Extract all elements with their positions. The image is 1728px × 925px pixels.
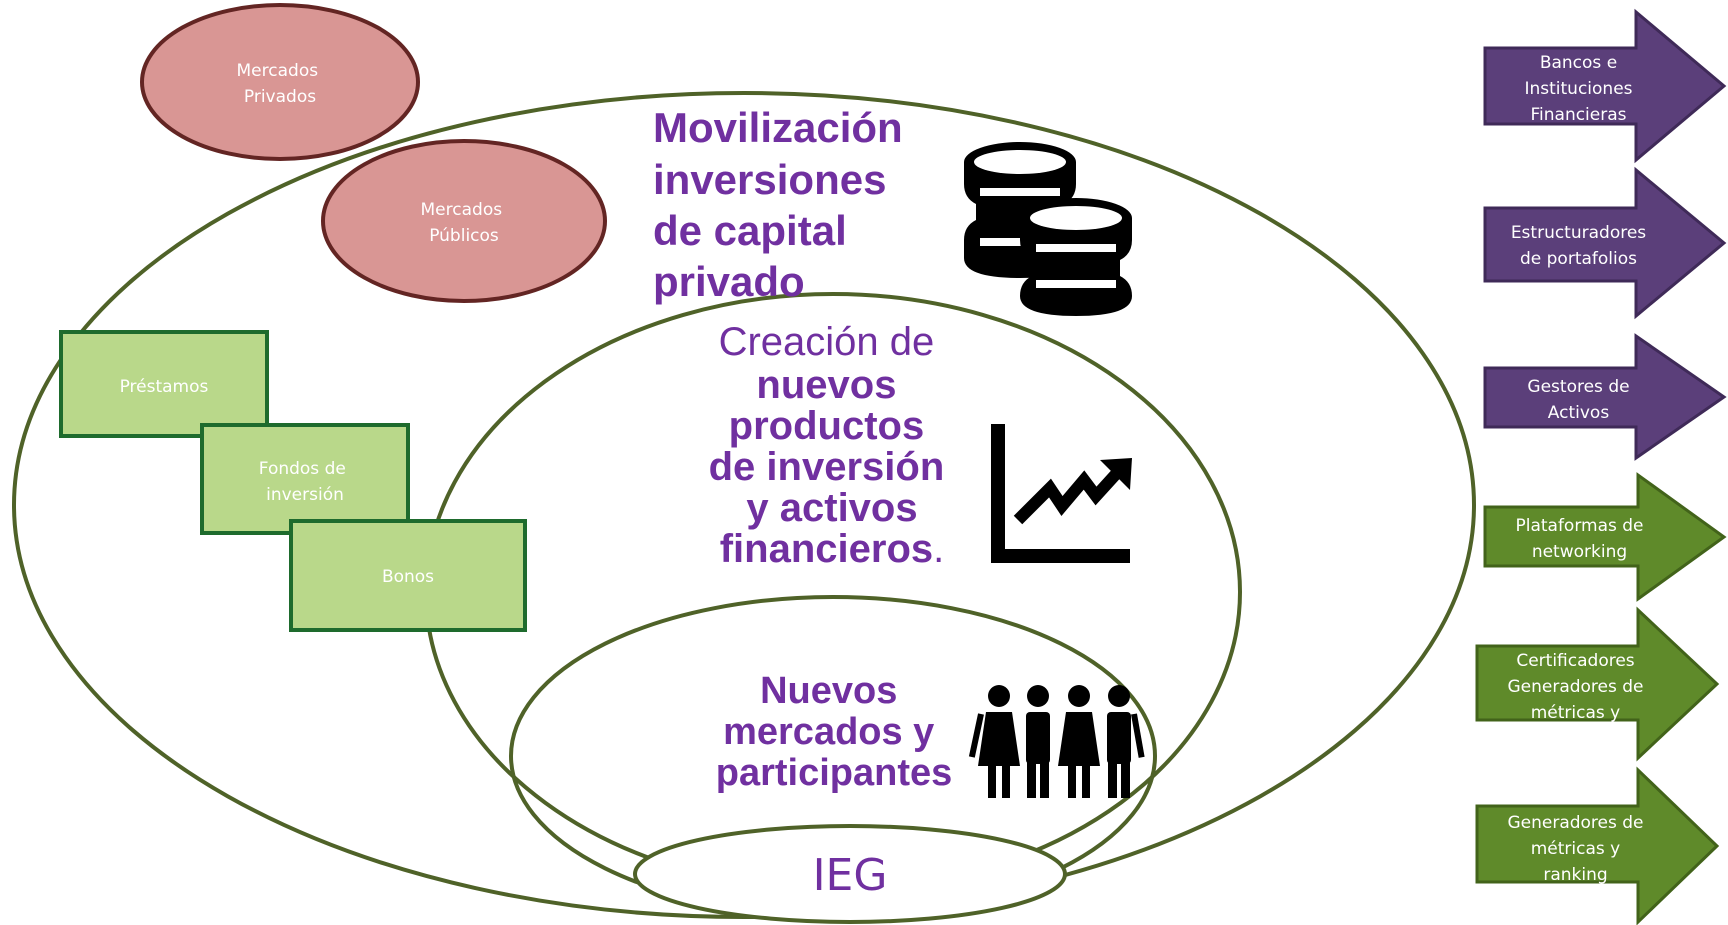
actor-label-line: Plataformas de xyxy=(1515,516,1643,536)
svg-text:Fondos de inversión: Fondos de inversión xyxy=(259,459,351,505)
market-publicos: Mercados Públicos xyxy=(321,139,607,303)
heading-creacion-line: nuevos xyxy=(756,363,896,407)
market-publicos-line: Públicos xyxy=(429,226,499,246)
core-ellipse xyxy=(633,824,1067,924)
people-icon xyxy=(968,685,1145,798)
heading-nuevos: Nuevos mercados y participantes xyxy=(716,670,953,794)
actor-label-line: Activos xyxy=(1548,403,1610,423)
actor-arrow-shape xyxy=(1483,8,1727,164)
actor-label-line: Generadores de xyxy=(1507,813,1643,833)
actor-arrow-shape xyxy=(1475,606,1720,762)
actor-arrow-shape xyxy=(1483,166,1727,320)
actor-label-line: Gestores de xyxy=(1527,377,1629,397)
heading-nuevos-line: participantes xyxy=(716,752,953,794)
heading-creacion: Creación de nuevos productos de inversió… xyxy=(709,320,956,530)
heading-creacion-last-tail: . xyxy=(933,527,944,571)
actor-label-line: Estructuradores xyxy=(1511,223,1646,243)
actor-label-line: métricas y xyxy=(1531,703,1620,723)
heading-movilizacion-line: Movilización xyxy=(653,104,903,151)
actor-label-line: Certificadores xyxy=(1516,651,1634,671)
svg-text:Préstamos: Préstamos xyxy=(120,377,209,397)
instrument-prestamos: Préstamos xyxy=(59,330,269,438)
actor-arrow: Estructuradores de portafolios xyxy=(1483,166,1727,320)
svg-text:Mercados Públicos: Mercados Públicos xyxy=(421,200,508,246)
actor-arrow: Generadores de métricas y ranking xyxy=(1475,766,1720,925)
heading-nuevos-line: mercados y xyxy=(723,711,934,753)
instrument-bonos: Bonos xyxy=(289,519,527,632)
growth-chart-icon xyxy=(991,424,1132,563)
actor-label-line: Instituciones xyxy=(1524,79,1632,99)
instrument-prestamos-line: Préstamos xyxy=(120,377,209,397)
market-publicos-line: Mercados xyxy=(421,200,503,220)
heading-movilizacion-line: de capital xyxy=(653,207,847,254)
heading-creacion-line: Creación de xyxy=(719,320,935,364)
heading-movilizacion-line: inversiones xyxy=(653,156,886,203)
actor-arrow: Plataformas de networking xyxy=(1483,472,1727,602)
heading-creacion-line: y activos xyxy=(746,486,917,530)
heading-creacion-last-bold: financieros xyxy=(720,527,933,571)
actor-list: Bancos e InstitucionesFinancierasEstructu… xyxy=(1475,8,1727,925)
actor-arrow-shape xyxy=(1483,472,1727,602)
instrument-fondos-line: inversión xyxy=(266,485,344,505)
actor-arrow: Gestores de Activos xyxy=(1483,333,1727,461)
coins-icon xyxy=(964,142,1132,316)
actor-label-line: networking xyxy=(1532,542,1627,562)
heading-creacion-last: financieros. xyxy=(720,527,945,571)
instrument-fondos-line: Fondos de xyxy=(259,459,346,479)
heading-nuevos-line: Nuevos xyxy=(760,670,897,712)
actor-label-line: ranking xyxy=(1543,865,1607,885)
actor-label-line: Generadores de xyxy=(1507,677,1643,697)
actor-label-line: Bancos e xyxy=(1540,53,1617,73)
svg-text:Mercados Privados: Mercados Privados xyxy=(237,61,324,107)
market-privados-line: Mercados xyxy=(237,61,319,81)
instrument-fondos: Fondos de inversión xyxy=(200,423,410,535)
actor-label-line: Financieras xyxy=(1530,105,1626,125)
heading-creacion-line: productos xyxy=(729,404,925,448)
market-privados-line: Privados xyxy=(244,87,316,107)
market-privados: Mercados Privados xyxy=(140,3,420,161)
instrument-bonos-line: Bonos xyxy=(382,567,434,587)
core-label: IEG xyxy=(813,850,888,901)
actor-arrow-shape xyxy=(1475,766,1720,925)
heading-movilizacion-line: privado xyxy=(653,258,805,305)
actor-label-line: de portafolios xyxy=(1520,249,1637,269)
heading-creacion-line: de inversión xyxy=(709,445,945,489)
svg-text:Bonos: Bonos xyxy=(382,567,434,587)
actor-label-line: métricas y xyxy=(1531,839,1620,859)
heading-movilizacion: Movilización inversiones de capital priv… xyxy=(653,104,914,305)
actor-arrow-shape xyxy=(1483,333,1727,461)
